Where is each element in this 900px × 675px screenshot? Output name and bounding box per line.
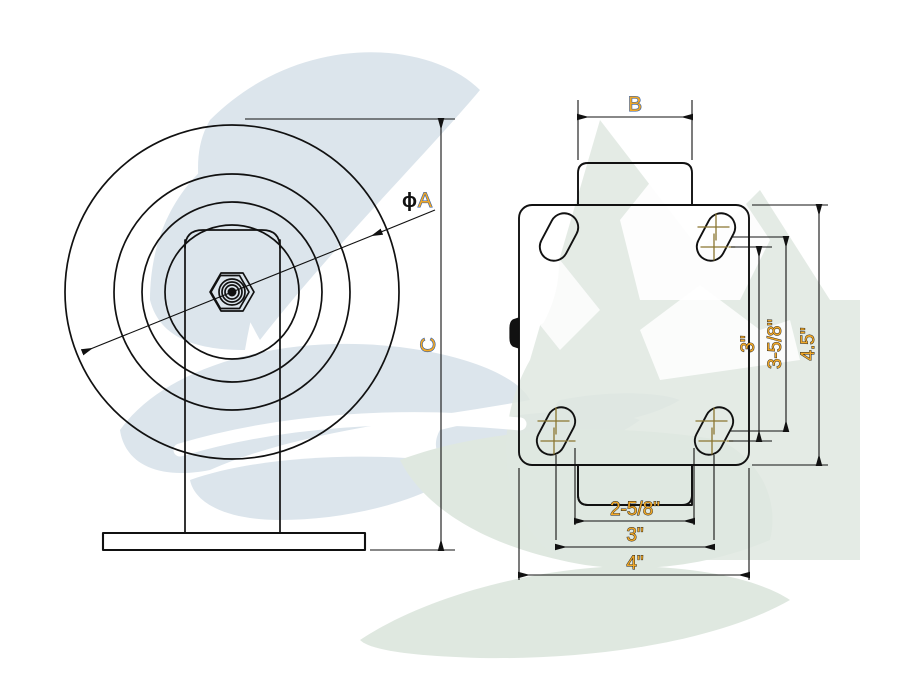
slot-bottom-left <box>535 406 577 456</box>
dim-phi-a-leader <box>80 228 384 356</box>
dim-v-3-label: 3" <box>738 335 759 352</box>
dim-phi-a-symbol: ϕ <box>402 190 417 212</box>
dim-h-2-5-8-label: 2-5/8" <box>610 499 660 520</box>
dim-h-3-label: 3" <box>626 525 643 546</box>
slot-crosshair-marks <box>537 213 736 455</box>
plate-side-tab <box>509 317 520 349</box>
dimension-phi-a <box>80 209 436 356</box>
dim-v-3-5-8-label: 3-5/8" <box>765 319 786 369</box>
dimension-c <box>245 118 455 551</box>
watermark-green-mountain <box>360 120 860 659</box>
vertical-dimension-group <box>729 204 828 466</box>
dimension-b <box>577 100 693 160</box>
slot-bottom-right <box>693 406 735 456</box>
dim-b-label: B <box>628 93 642 116</box>
slot-top-left <box>538 212 580 262</box>
crosshair-bottom-right-upper <box>695 407 728 435</box>
plate-leg-bottom-edge <box>577 464 693 506</box>
base-mounting-plate <box>101 531 367 552</box>
dim-c-label: C <box>417 337 440 352</box>
dim-h-4-label: 4" <box>626 553 643 574</box>
dim-phi-a-tail <box>380 209 436 233</box>
slot-top-right <box>695 212 737 262</box>
horizontal-dimension-group <box>518 448 750 580</box>
plate-leg-top <box>577 162 693 206</box>
dim-v-4-5-label: 4.5" <box>798 327 819 360</box>
wheel-outer-circle <box>64 124 400 460</box>
crosshair-bottom-left-lower <box>540 427 576 455</box>
dim-phi-a-label: A <box>418 189 432 212</box>
crosshair-top-right-upper <box>697 213 730 241</box>
watermark-highlight-strokes <box>173 157 559 457</box>
crosshair-bottom-left-upper <box>537 407 570 435</box>
top-plate-plan-view <box>509 162 750 506</box>
